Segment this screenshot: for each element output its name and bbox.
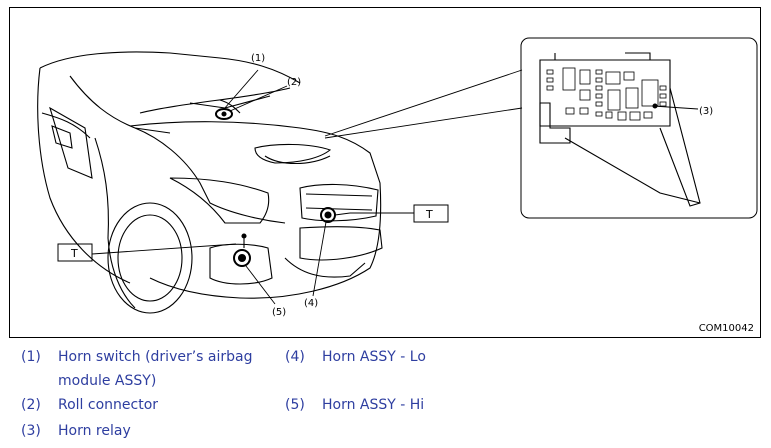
legend-item-3: (3) Horn relay: [21, 419, 271, 443]
legend-item-1: (1) Horn switch (driver’s airbag module …: [21, 345, 271, 393]
inset-relay-box: [520, 37, 758, 219]
car-diagram: (1) (2) (3) (4) (5) T T: [37, 37, 758, 318]
t-box-frame-right: [413, 204, 449, 223]
figure-code: COM10042: [698, 323, 754, 334]
horn-hi-marker: [233, 233, 251, 267]
legend-text: Horn ASSY - Hi: [322, 397, 425, 413]
t-box-frame-left: [57, 243, 93, 262]
t-label-right: T: [425, 208, 433, 221]
horn-lo-marker: [320, 207, 351, 223]
legend-num: (5): [285, 397, 305, 413]
horn-switch-marker: [215, 108, 233, 120]
car-outline: [37, 51, 383, 314]
legend-item-5: (5) Horn ASSY - Hi: [285, 393, 535, 417]
leader-lines: [91, 69, 523, 305]
callout-2: (2): [287, 77, 301, 88]
legend-text: Horn switch (driver’s airbag: [58, 349, 253, 365]
legend-item-2: (2) Roll connector: [21, 393, 271, 417]
legend-text: Horn ASSY - Lo: [322, 349, 426, 365]
callout-4: (4): [304, 298, 318, 309]
callout-1: (1): [251, 53, 265, 64]
diagram-figure: (1) (2) (3) (4) (5) T T COM10042: [9, 7, 761, 338]
legend-item-4: (4) Horn ASSY - Lo: [285, 345, 535, 369]
legend-num: (1): [21, 349, 41, 365]
t-label-left: T: [70, 247, 78, 260]
legend-num: (4): [285, 349, 305, 365]
legend-num: (3): [21, 423, 41, 439]
legend-text: Horn relay: [58, 423, 131, 439]
callout-3: (3): [699, 106, 713, 117]
legend-text: Roll connector: [58, 397, 159, 413]
callout-5: (5): [272, 307, 286, 318]
legend-text-continued: module ASSY): [58, 373, 157, 389]
legend-num: (2): [21, 397, 41, 413]
